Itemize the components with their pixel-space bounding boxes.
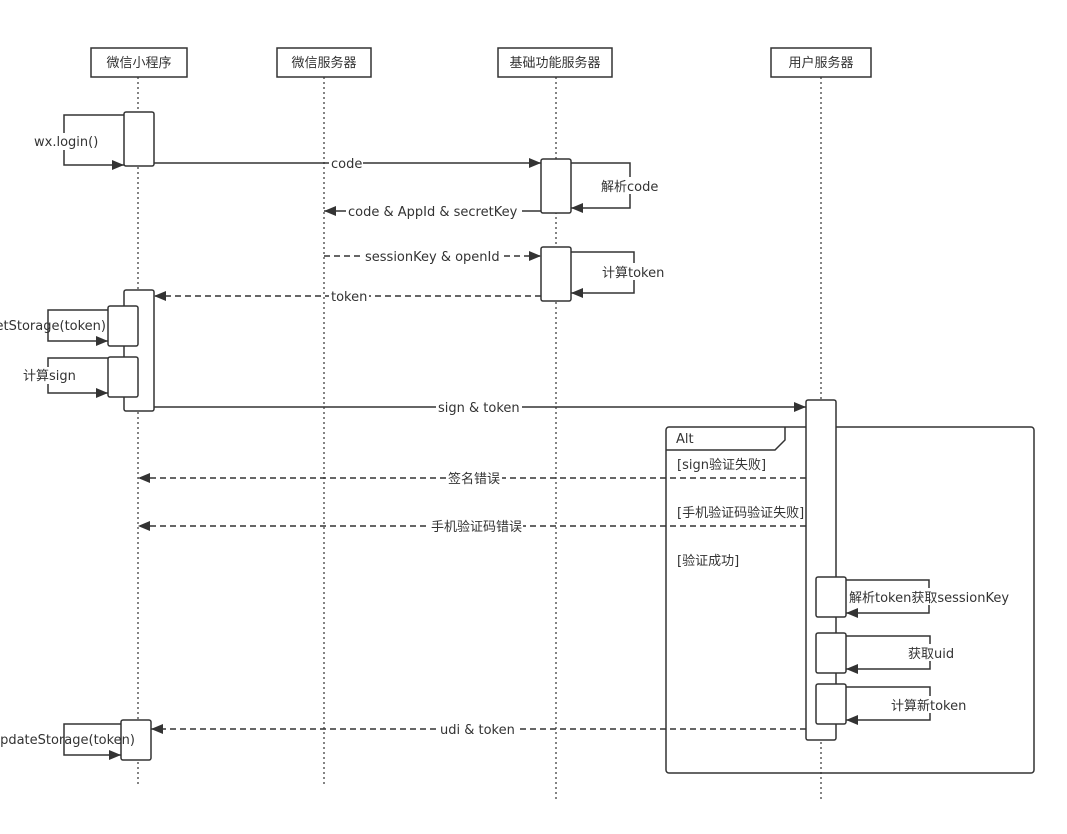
alt-operator-label: Alt — [676, 432, 694, 447]
participant-label-mini: 微信小程序 — [106, 56, 171, 71]
msg-sms-error-label: 手机验证码错误 — [431, 519, 522, 535]
msg-setstorage-label: setStorage(token) — [0, 319, 106, 334]
participant-box-wxsrv — [276, 47, 372, 78]
activation-mini-sign — [107, 356, 139, 398]
msg-calc-newtoken-label: 计算新token — [891, 698, 966, 714]
participant-box-user — [770, 47, 872, 78]
participant-label-user: 用户服务器 — [788, 55, 853, 71]
msg-token-label: token — [331, 290, 367, 305]
activation-user-newtoken — [815, 683, 847, 725]
msg-code-label: code — [331, 157, 362, 172]
msg-wx-login-label: wx.login() — [34, 135, 98, 150]
activation-base-code — [540, 158, 572, 214]
alt-guard-success: [验证成功] — [677, 553, 739, 569]
activation-mini-setstorage — [107, 305, 139, 347]
participant-box-mini — [90, 47, 188, 78]
activation-base-token — [540, 246, 572, 302]
participant-label-base: 基础功能服务器 — [509, 55, 600, 71]
activation-user-parse — [815, 576, 847, 618]
msg-get-uid-label: 获取uid — [908, 647, 954, 662]
alt-guard-sms-fail: [手机验证码验证失败] — [677, 505, 804, 521]
msg-code-appid-secretkey-label: code & AppId & secretKey — [348, 205, 518, 220]
msg-parse-token-label: 解析token获取sessionKey — [849, 591, 1009, 606]
msg-updatestorage-label: updateStorage(token) — [0, 733, 135, 748]
msg-sign-token-label: sign & token — [438, 401, 520, 416]
alt-guard-sign-fail: [sign验证失败] — [677, 457, 766, 473]
msg-calc-token-label: 计算token — [602, 266, 664, 281]
msg-setstorage-arrow — [47, 309, 108, 346]
msg-parse-code-label: 解析code — [601, 180, 658, 195]
alt-fragment-frame — [665, 426, 1035, 774]
msg-sign-error-label: 签名错误 — [448, 471, 500, 487]
msg-udi-token-label: udi & token — [440, 723, 515, 738]
msg-sessionkey-openid-label: sessionKey & openId — [365, 250, 500, 265]
participant-label-wxsrv: 微信服务器 — [291, 55, 356, 71]
msg-calc-sign-label: 计算sign — [23, 369, 76, 384]
participant-box-base — [497, 47, 613, 78]
activation-mini-update — [120, 719, 152, 761]
activation-user-uid — [815, 632, 847, 674]
msg-updatestorage-arrow — [63, 723, 121, 760]
activation-mini-login — [123, 111, 155, 167]
alt-fragment-tab — [666, 427, 786, 451]
